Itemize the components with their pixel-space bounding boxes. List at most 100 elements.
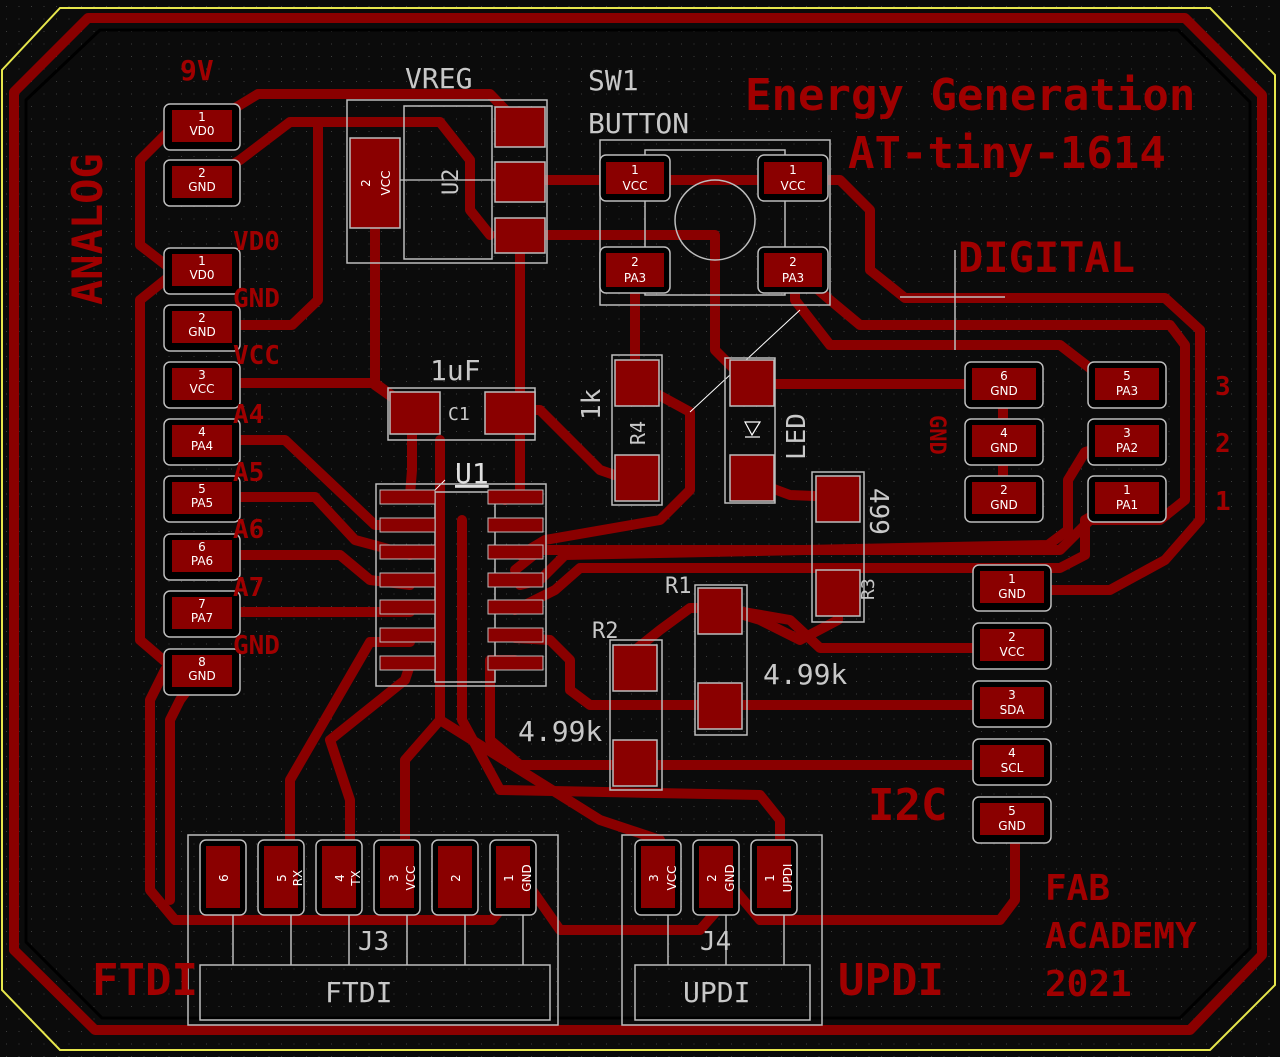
pad-label: 2 (789, 255, 797, 269)
label-digital-2: 2 (1215, 429, 1231, 459)
pad-label: 1 (1123, 483, 1131, 497)
ref-button: BUTTON (588, 107, 689, 140)
pads-u1-chip[interactable] (379, 489, 544, 671)
ref-r4: R4 (626, 421, 650, 445)
label-analog: ANALOG (63, 153, 112, 305)
label-a7: A7 (233, 573, 264, 603)
label-year: 2021 (1045, 964, 1132, 1005)
label-ftdi: FTDI (92, 955, 198, 1006)
pad-label: 4 (333, 874, 347, 882)
ftdi-connector-label: FTDI (325, 976, 392, 1009)
pad-label: VCC (1000, 645, 1025, 659)
label-gnd-digital: GND (924, 415, 949, 455)
connector-pin-lines (232, 915, 785, 965)
title-line1: Energy Generation (745, 70, 1195, 121)
pad-label: 1 (198, 254, 206, 268)
pad-label: GND (188, 669, 216, 683)
ref-r2: R2 (592, 619, 619, 644)
label-fab: FAB (1045, 868, 1110, 909)
pad-label: 4 (198, 425, 206, 439)
label-a4: A4 (233, 400, 264, 430)
pad-label: 2 (198, 311, 206, 325)
pad-label: 4 (1008, 746, 1016, 760)
label-a6: A6 (233, 515, 264, 545)
pad-label: PA7 (191, 611, 213, 625)
pad-label: 7 (198, 597, 206, 611)
pad-label: 2 (1000, 483, 1008, 497)
label-vd0: VD0 (233, 227, 280, 257)
pads-analog-header[interactable] (163, 247, 241, 696)
label-updi: UPDI (838, 955, 944, 1006)
value-c1: 1uF (430, 354, 481, 387)
label-9v: 9V (180, 54, 214, 87)
pad-label: GND (723, 864, 737, 892)
ref-sw1: SW1 (588, 64, 639, 97)
pad-label: 5 (1123, 369, 1131, 383)
ref-r3: R3 (858, 578, 879, 600)
pad-label: VCC (623, 179, 648, 193)
pad-label: PA6 (191, 554, 213, 568)
pad-label: PA1 (1116, 498, 1138, 512)
value-r4: 1k (577, 388, 607, 420)
pads-passives[interactable] (389, 359, 861, 787)
pad-label: 2 (198, 166, 206, 180)
led-symbol-icon (743, 421, 762, 438)
ref-j4: J4 (700, 927, 731, 957)
copper-outline (9, 13, 1267, 1035)
pad-label: SCL (1001, 761, 1024, 775)
pads-9v-header[interactable] (163, 103, 241, 207)
pad-label: PA5 (191, 496, 213, 510)
ref-vreg: VREG (405, 62, 472, 95)
pad-label: 1 (789, 163, 797, 177)
pad-label: 3 (1123, 426, 1131, 440)
pad-label: GND (990, 441, 1018, 455)
ref-u1: U1 (455, 457, 489, 490)
pad-label: 4 (1000, 426, 1008, 440)
pad-label: 2 (705, 874, 719, 882)
pads-vreg[interactable] (349, 106, 546, 254)
label-digital: DIGITAL (958, 233, 1135, 282)
pads-i2c-header[interactable] (972, 564, 1052, 844)
pad-label: 2 (1008, 630, 1016, 644)
pad-label: PA3 (782, 271, 804, 285)
pads-switch[interactable] (599, 154, 829, 294)
pad-label: PA2 (1116, 441, 1138, 455)
value-r1: 4.99k (763, 658, 847, 691)
pad-label: GND (520, 864, 534, 892)
pad-label: PA4 (191, 439, 213, 453)
pad-label: 6 (217, 874, 231, 882)
pad-label: VD0 (189, 268, 214, 282)
pad-label: GND (998, 819, 1026, 833)
pad-label: UPDI (781, 864, 795, 893)
pad-label: GND (998, 587, 1026, 601)
value-r2: 4.99k (518, 715, 602, 748)
pad-label: 3 (387, 874, 401, 882)
pad-label: 8 (198, 655, 206, 669)
pad-label: 1 (1008, 572, 1016, 586)
ref-led: LED (782, 413, 812, 460)
component-courtyards (187, 99, 1005, 1026)
pad-label: 5 (1008, 804, 1016, 818)
pad-label: 1 (763, 874, 777, 882)
pad-label: TX (349, 870, 363, 887)
pads-j3-ftdi[interactable] (199, 839, 537, 916)
pad-label: GND (188, 180, 216, 194)
value-r3: 499 (863, 488, 893, 535)
updi-connector-label: UPDI (683, 976, 750, 1009)
pad-label: 2 (359, 179, 373, 187)
pad-label: GND (188, 325, 216, 339)
label-gnd-analog: GND (233, 284, 280, 314)
pad-label: 6 (198, 540, 206, 554)
label-i2c: I2C (868, 780, 947, 831)
label-digital-1: 1 (1215, 487, 1231, 517)
pad-label: 3 (647, 874, 661, 882)
pads-j4-updi[interactable] (634, 839, 798, 916)
pad-label: 5 (275, 874, 289, 882)
pads-digital-header[interactable] (964, 361, 1167, 523)
pad-label: 3 (198, 368, 206, 382)
pad-label: PA3 (1116, 384, 1138, 398)
pad-label: GND (990, 498, 1018, 512)
pad-label: VCC (665, 866, 679, 891)
pad-label: 3 (1008, 688, 1016, 702)
label-digital-3: 3 (1215, 372, 1231, 402)
